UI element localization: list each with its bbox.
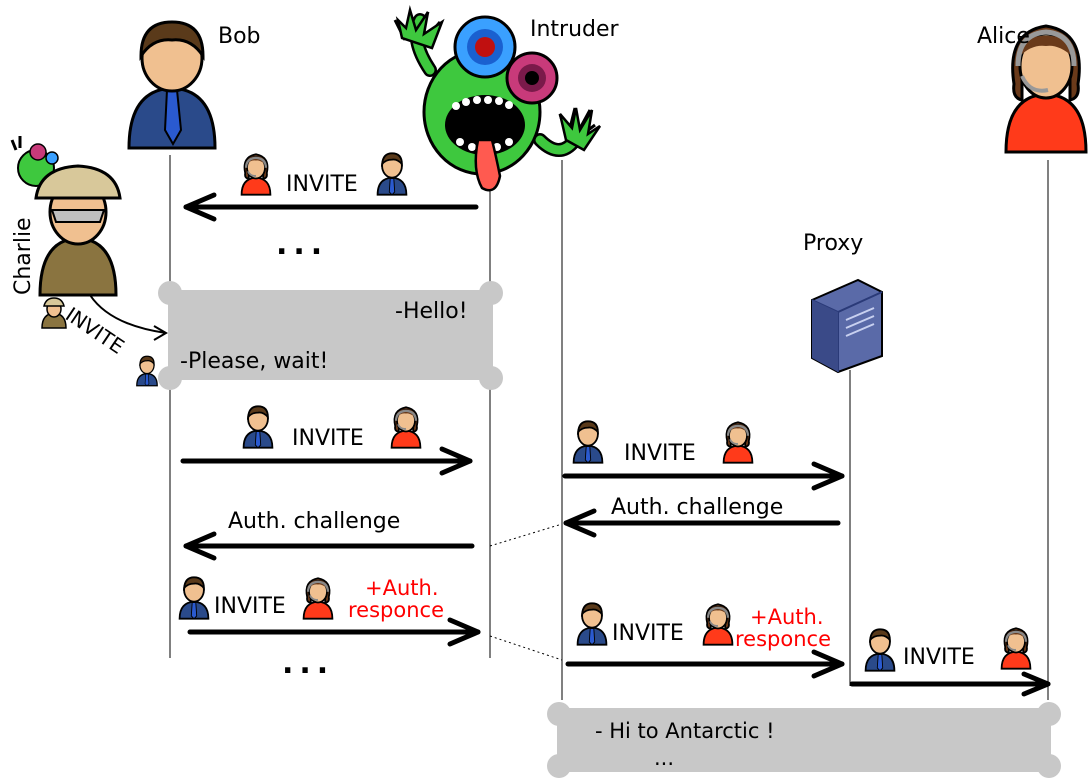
intruder-monster-icon	[393, 5, 602, 192]
label-intruder-auth-plus: +Auth.	[750, 605, 824, 629]
label-intruder-auth-invite: INVITE	[612, 621, 684, 646]
ellipsis-bottom: ...	[282, 646, 334, 681]
label-forged-invite: INVITE	[286, 172, 358, 197]
label-bob-auth-invite: INVITE	[214, 594, 286, 619]
mini-avatars	[41, 152, 1032, 672]
label-intruder-invite: INVITE	[624, 441, 696, 466]
charlie-name: Charlie	[11, 217, 36, 295]
intruder-name: Intruder	[530, 17, 620, 42]
proxy-server-icon	[811, 278, 883, 374]
arrow-charlie-invite	[89, 294, 168, 341]
bubble-hi-more: ...	[654, 746, 674, 770]
label-bob-invite: INVITE	[292, 426, 364, 451]
arrow-bob-invite	[180, 446, 473, 476]
bubble-hi-antarctic	[547, 702, 1061, 778]
arrow-intruder-auth-invite	[565, 649, 845, 679]
arrow-relayed-challenge	[183, 531, 475, 561]
arrow-bob-auth-invite	[187, 617, 481, 647]
arrow-proxy-invite	[849, 671, 1051, 697]
lifelines	[169, 155, 1049, 700]
bubble-wait-text: -Please, wait!	[180, 349, 328, 374]
bob-name: Bob	[218, 24, 261, 49]
arrow-forged-invite	[183, 192, 479, 222]
label-intruder-auth-response: responce	[735, 627, 831, 651]
label-charlie-invite: INVITE	[61, 302, 129, 358]
bubble-hello-wait	[158, 281, 503, 390]
bob-avatar-icon	[127, 20, 217, 150]
label-bob-auth-plus: +Auth.	[365, 576, 439, 600]
bubble-hello-text: -Hello!	[395, 299, 468, 324]
alice-name: Alice	[977, 24, 1030, 49]
label-proxy-challenge: Auth. challenge	[611, 495, 783, 520]
ellipsis-top: ...	[276, 227, 328, 262]
label-relayed-challenge: Auth. challenge	[228, 509, 400, 534]
relay-dotted-lines	[489, 523, 563, 661]
charlie-spy-icon	[10, 136, 122, 297]
message-arrows	[180, 192, 1051, 697]
alice-avatar-icon	[1004, 24, 1088, 154]
label-bob-auth-response: responce	[348, 598, 444, 622]
arrow-proxy-challenge	[563, 508, 841, 538]
label-proxy-invite: INVITE	[903, 645, 975, 670]
arrow-intruder-invite	[562, 461, 845, 491]
bubble-hi-text: - Hi to Antarctic !	[595, 719, 775, 743]
proxy-name: Proxy	[803, 231, 863, 256]
